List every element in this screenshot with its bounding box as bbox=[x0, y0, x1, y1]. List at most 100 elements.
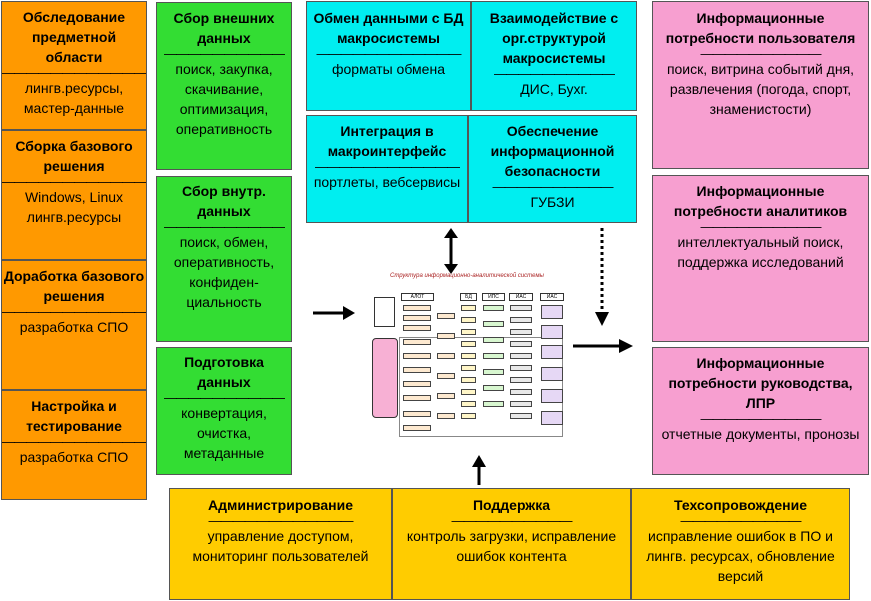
mini-cell bbox=[510, 365, 532, 371]
right-arrow-out-icon bbox=[573, 339, 633, 353]
box-desc: ГУБЗИ bbox=[530, 194, 575, 210]
box-title: Обмен данными с БД макросистемы bbox=[313, 10, 464, 46]
mini-cell bbox=[403, 315, 431, 321]
mini-left-block bbox=[374, 297, 395, 327]
management-needs-box: Информационные потребности руководства, … bbox=[652, 347, 869, 475]
mini-cell bbox=[510, 329, 532, 335]
up-arrow-icon bbox=[472, 455, 486, 485]
mini-cell bbox=[461, 317, 476, 323]
box-desc: исправление ошибок в ПО и лингв. ресурса… bbox=[646, 528, 835, 584]
box-desc: контроль загрузки, исправление ошибок ко… bbox=[406, 528, 617, 564]
mini-cell bbox=[541, 389, 563, 403]
mini-cell bbox=[541, 411, 563, 425]
box-desc: управление доступом, мониторинг пользова… bbox=[192, 528, 369, 564]
mini-cell bbox=[483, 369, 504, 375]
box-desc: поиск, закупка, скачивание, оптимизация,… bbox=[175, 61, 273, 137]
mini-cell bbox=[510, 341, 532, 347]
mini-cell bbox=[541, 367, 563, 381]
box-title: Информационные потребности аналитиков bbox=[673, 183, 848, 219]
mini-cell bbox=[541, 305, 563, 319]
maintenance-box: Техсопровождение —————————— исправление … bbox=[631, 488, 850, 600]
info-security-box: Обеспечение информационной безопасности … bbox=[468, 115, 637, 223]
org-structure-box: Взаимодействие с орг.структурой макросис… bbox=[471, 1, 637, 111]
survey-box: Обследование предметной области ————————… bbox=[1, 1, 147, 130]
box-desc: ДИС, Бухг. bbox=[520, 81, 588, 97]
box-title: Подготовка данных bbox=[184, 354, 264, 390]
mini-cell bbox=[483, 337, 504, 343]
setup-testing-box: Настройка и тестирование ———————————— ра… bbox=[1, 390, 147, 500]
internal-data-box: Сбор внутр. данных —————————— поиск, обм… bbox=[156, 176, 292, 342]
separator: ———————————— bbox=[315, 161, 460, 172]
separator: —————————— bbox=[164, 392, 285, 403]
box-title: Техсопровождение bbox=[673, 497, 808, 513]
mini-cell bbox=[461, 353, 476, 359]
support-box: Поддержка —————————— контроль загрузки, … bbox=[392, 488, 631, 600]
mini-cell bbox=[483, 385, 504, 391]
mini-cell bbox=[403, 425, 431, 431]
mini-cell bbox=[403, 381, 431, 387]
mini-cell bbox=[510, 377, 532, 383]
mini-cell bbox=[483, 353, 504, 359]
box-desc: поиск, витрина событий дня, развлечения … bbox=[666, 61, 855, 117]
box-title: Сборка базового решения bbox=[15, 138, 133, 174]
mini-cell bbox=[483, 305, 504, 311]
mini-cell bbox=[437, 353, 455, 359]
box-title: Доработка базового решения bbox=[3, 268, 145, 304]
mini-cell bbox=[510, 413, 532, 419]
box-title: Настройка и тестирование bbox=[26, 398, 122, 434]
box-desc: отчетные документы, пронозы bbox=[661, 426, 860, 442]
box-title: Обследование предметной области bbox=[22, 9, 126, 65]
mini-cell bbox=[510, 389, 532, 395]
box-desc: поиск, обмен, оперативность, конфиден- ц… bbox=[173, 234, 275, 310]
box-title: Информационные потребности пользователя bbox=[665, 10, 856, 46]
separator: —————————— bbox=[680, 515, 802, 526]
mini-cell bbox=[403, 305, 431, 311]
system-structure-diagram: Структура информационно-аналитической си… bbox=[363, 273, 571, 443]
box-title: Информационные потребности руководства, … bbox=[668, 355, 853, 411]
box-title: Сбор внешних данных bbox=[173, 10, 275, 46]
mini-cell bbox=[461, 389, 476, 395]
mini-outline-panel bbox=[399, 337, 563, 437]
mini-cell bbox=[461, 329, 476, 335]
mini-cell bbox=[510, 317, 532, 323]
mini-cell bbox=[510, 401, 532, 407]
separator: —————————— bbox=[492, 181, 614, 192]
administration-box: Администрирование ———————————— управлени… bbox=[169, 488, 392, 600]
mini-cell bbox=[403, 325, 431, 331]
box-desc: портлеты, вебсервисы bbox=[313, 174, 461, 190]
separator: ———————————— bbox=[2, 306, 146, 317]
base-refine-box: Доработка базового решения ———————————— … bbox=[1, 260, 147, 390]
box-title: Обеспечение информационной безопасности bbox=[490, 123, 615, 179]
mini-cell bbox=[483, 401, 504, 407]
mini-cell bbox=[510, 353, 532, 359]
mini-column-header: БД bbox=[460, 293, 477, 301]
box-title: Взаимодействие с орг.структурой макросис… bbox=[489, 10, 619, 66]
separator: —————————— bbox=[494, 68, 615, 79]
box-title: Поддержка bbox=[472, 497, 551, 513]
right-arrow-in-icon bbox=[313, 306, 355, 320]
mini-cell bbox=[461, 401, 476, 407]
data-prep-box: Подготовка данных —————————— конвертация… bbox=[156, 347, 292, 475]
macro-interface-box: Интеграция в макроинтерфейс ————————————… bbox=[306, 115, 468, 223]
separator: —————————— bbox=[164, 221, 285, 232]
separator: —————————— bbox=[700, 48, 822, 59]
mini-cell bbox=[461, 305, 476, 311]
box-title: Администрирование bbox=[208, 497, 353, 513]
mini-cell bbox=[541, 325, 563, 339]
user-needs-box: Информационные потребности пользователя … bbox=[652, 1, 869, 169]
mini-cell bbox=[461, 341, 476, 347]
mini-cell bbox=[403, 353, 431, 359]
mini-cell bbox=[541, 345, 563, 359]
separator: —————————— bbox=[700, 413, 822, 424]
mini-column-header: ИАС bbox=[509, 293, 533, 301]
db-exchange-box: Обмен данными с БД макросистемы ————————… bbox=[306, 1, 471, 111]
box-title: Сбор внутр. данных bbox=[182, 183, 266, 219]
separator: ———————————— bbox=[2, 176, 146, 187]
mini-cell bbox=[483, 321, 504, 327]
mini-cell bbox=[510, 305, 532, 311]
mini-cell bbox=[437, 393, 455, 399]
mini-cell bbox=[461, 365, 476, 371]
mini-cell bbox=[403, 395, 431, 401]
analyst-needs-box: Информационные потребности аналитиков ——… bbox=[652, 175, 869, 342]
separator: ———————————— bbox=[208, 515, 354, 526]
